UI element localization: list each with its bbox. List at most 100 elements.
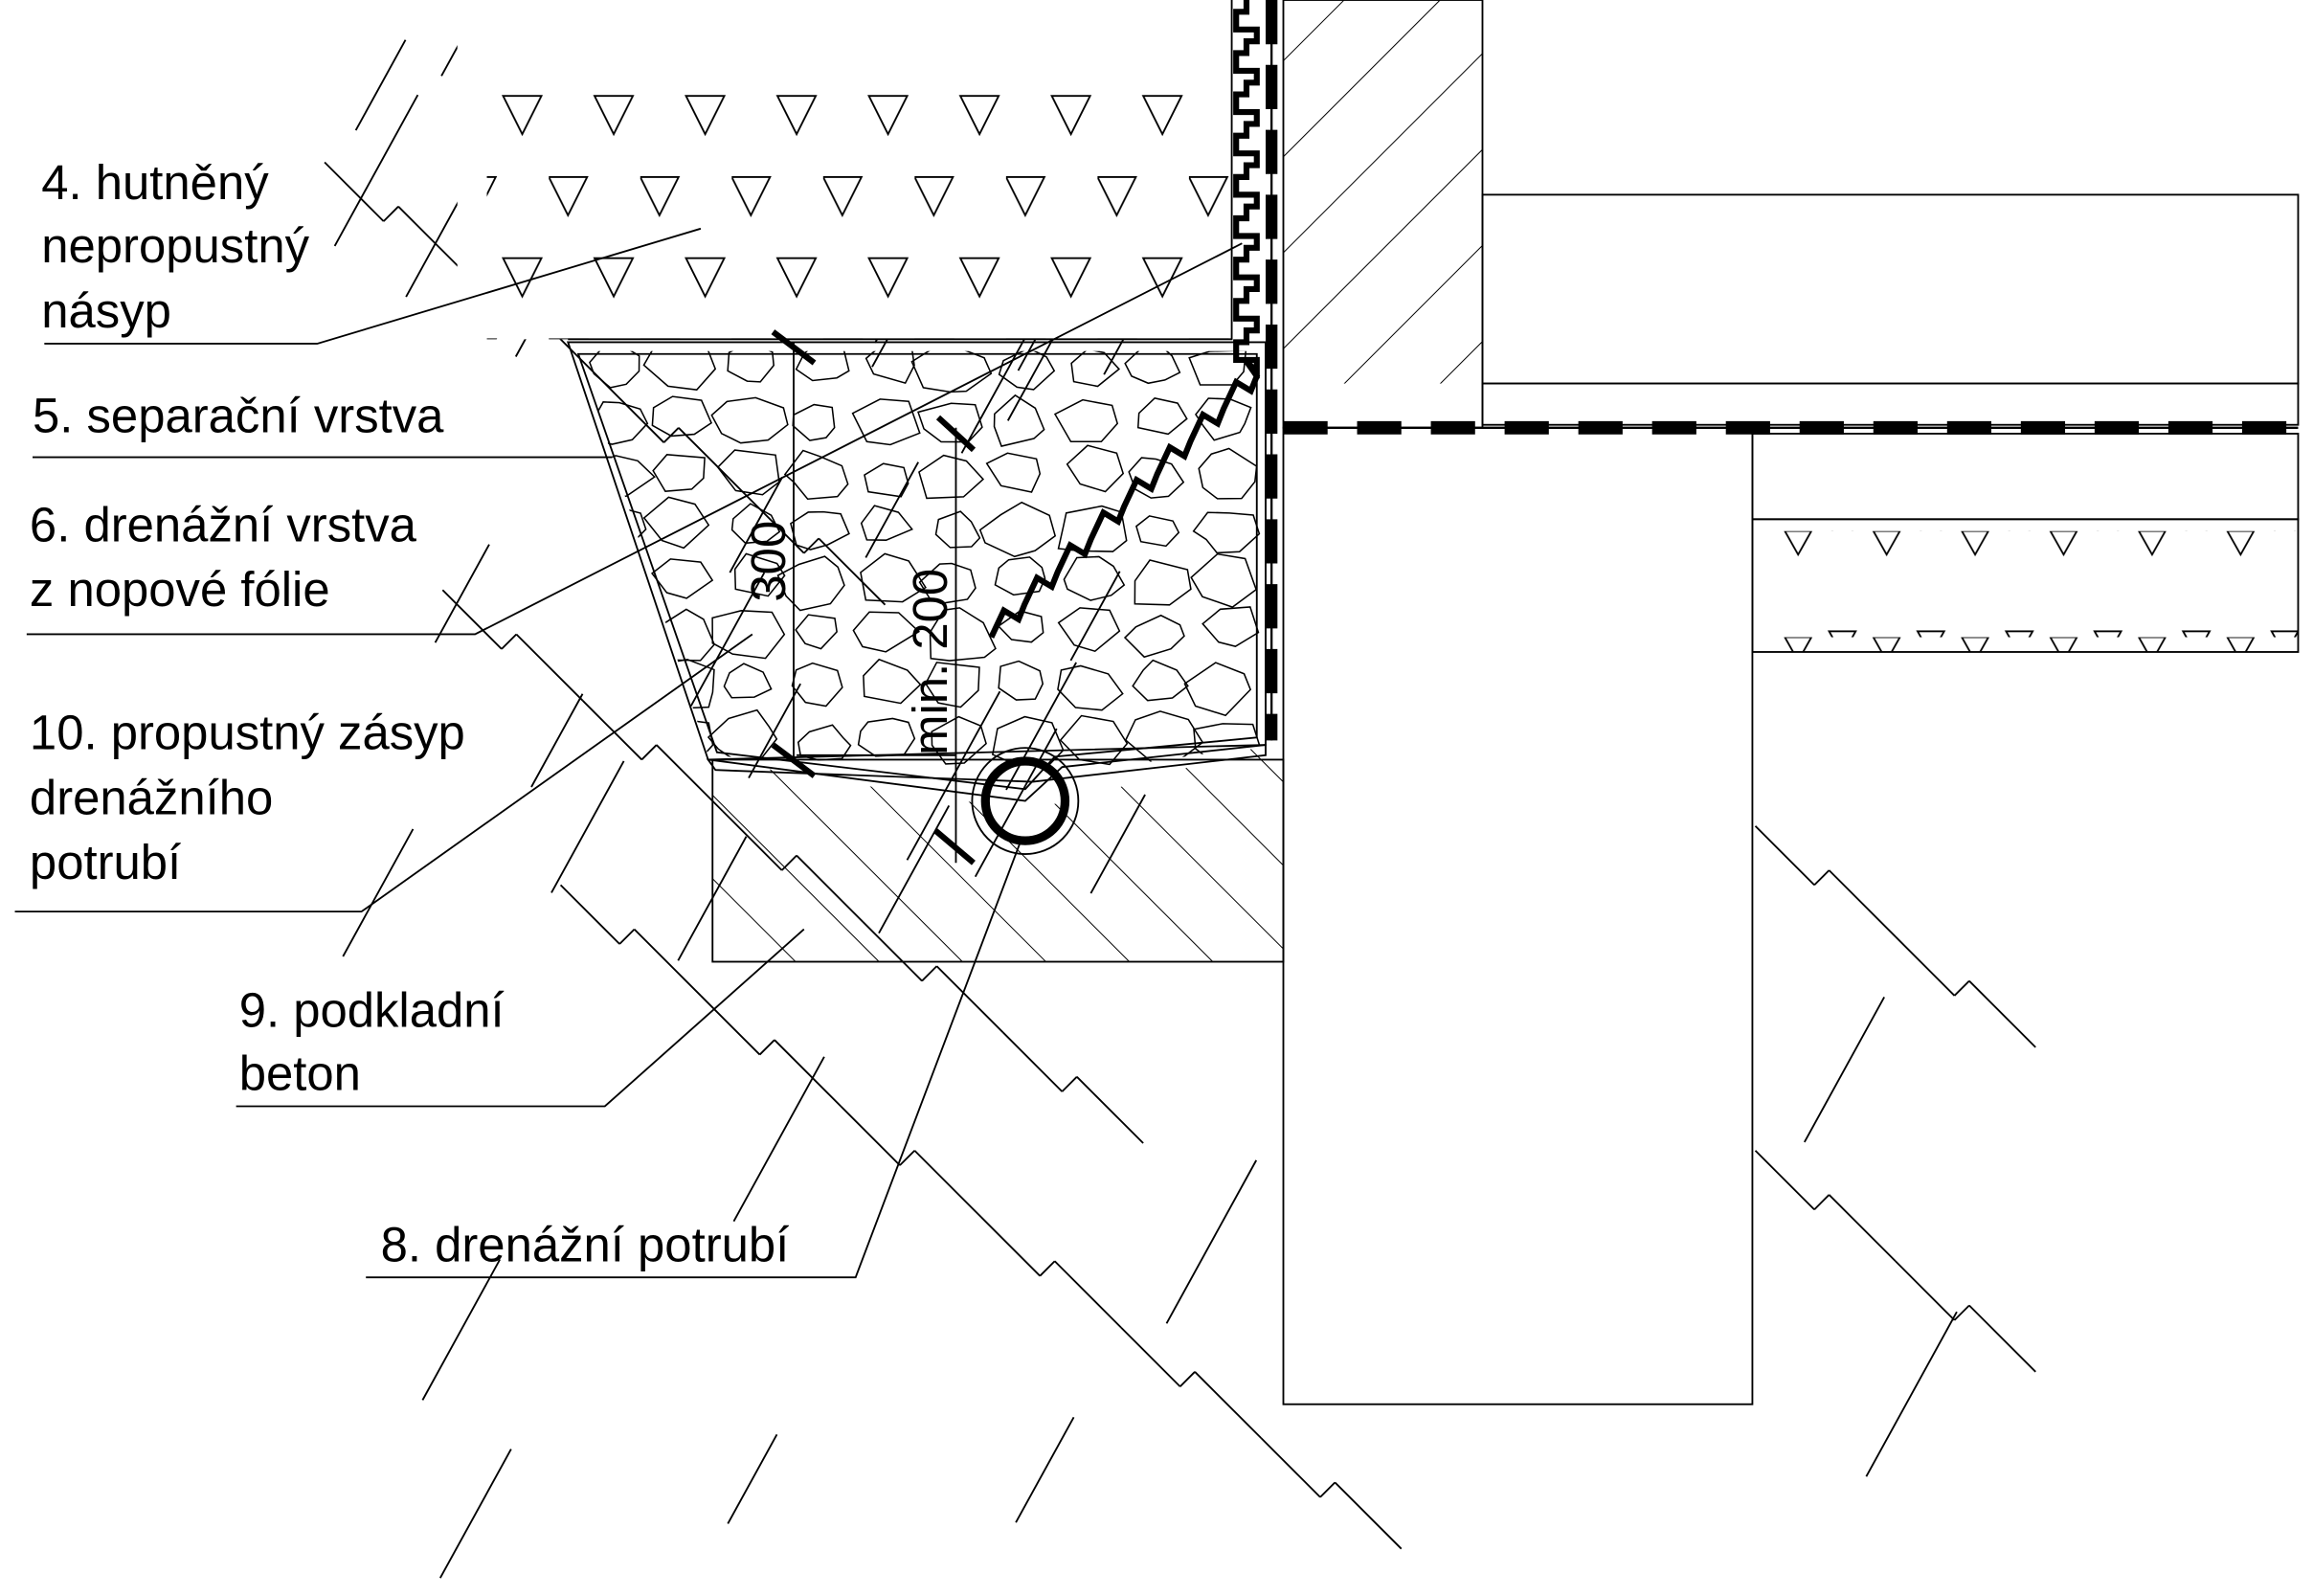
- soil-hatch-line: [913, 1150, 982, 1218]
- sub-slab-layer: [1751, 433, 2300, 521]
- soil-hatch-line: [1002, 1031, 1064, 1092]
- drain-pipe: [980, 756, 1070, 845]
- svg-text:5. separační vrstva: 5. separační vrstva: [33, 388, 444, 442]
- svg-text:10. propustný zásyp: 10. propustný zásyp: [30, 706, 465, 760]
- gravel-stone: [727, 350, 775, 383]
- soil-hatch-line: [774, 1039, 842, 1108]
- soil-hatch-line: [438, 1449, 512, 1579]
- dimple-membrane: [988, 0, 1261, 639]
- soil-hatch-line: [397, 206, 466, 274]
- soil-hatch-line: [980, 1216, 1041, 1277]
- gravel-stone: [588, 669, 640, 708]
- gravel-stone: [1059, 714, 1129, 766]
- soil-hatch-line: [441, 589, 503, 650]
- soil-hatch-line: [1968, 979, 2036, 1048]
- gravel-stone: [929, 607, 997, 662]
- gravel-stone: [864, 462, 909, 498]
- soil-hatch-line: [1813, 1194, 1830, 1210]
- gravel-stone: [795, 350, 850, 382]
- gravel-stone: [733, 552, 786, 597]
- soil-hatch-line: [1194, 1371, 1263, 1439]
- soil-hatch-line: [935, 965, 1004, 1034]
- soil-hatch-line: [342, 828, 415, 957]
- gravel-stone: [589, 350, 640, 389]
- soil-hatch-line: [633, 928, 702, 997]
- soil-hatch-line: [1828, 1194, 1897, 1262]
- gravel-stone: [1190, 552, 1258, 608]
- soil-hatch-line: [383, 206, 399, 222]
- soil-hatch-line: [1953, 979, 1970, 997]
- gravel-stone: [1070, 350, 1120, 388]
- gravel-stone: [792, 403, 836, 441]
- soil-hatch-line: [530, 693, 584, 788]
- soil-hatch-line: [840, 1105, 901, 1166]
- gravel-stone: [583, 502, 647, 549]
- svg-text:potrubí: potrubí: [30, 835, 181, 889]
- soil-hatch-line: [921, 965, 938, 982]
- gravel-stone: [1128, 457, 1185, 499]
- gravel-stone: [910, 350, 993, 393]
- soil-hatch-line: [1120, 1326, 1181, 1387]
- soil-hatch-line: [640, 744, 658, 761]
- gravel-stone: [998, 350, 1056, 391]
- soil-hatch-line: [324, 161, 385, 222]
- svg-text:drenážního: drenážního: [30, 770, 273, 824]
- gravel-stone: [594, 560, 644, 606]
- soil-hatch-line: [1828, 869, 1897, 937]
- soil-hatch-line: [899, 1150, 915, 1166]
- dimension-min-200: min. 200: [797, 415, 977, 865]
- foundation-strip: [1282, 426, 1754, 1405]
- gravel-stone: [1124, 710, 1204, 764]
- label-8-drain-pipe: 8. drenážní potrubí: [366, 840, 1022, 1279]
- gravel-stone: [978, 501, 1057, 558]
- gravel-stone: [583, 614, 642, 662]
- soil-hatch-line: [1054, 1260, 1122, 1329]
- soil-hatch-line: [1076, 1076, 1144, 1144]
- soil-hatch-line: [1334, 1481, 1403, 1550]
- gravel-stone: [1123, 614, 1185, 659]
- gravel-stone: [790, 510, 850, 551]
- screed-layer: [1481, 382, 2300, 426]
- gravel-stone: [730, 503, 781, 545]
- soil-hatch-line: [1804, 996, 1885, 1143]
- soil-hatch-line: [604, 382, 665, 443]
- gravel-stone: [1132, 659, 1189, 702]
- soil-hatch-line: [678, 427, 746, 495]
- soil-hatch-line: [559, 884, 620, 945]
- sub-slab-gravel: [1769, 530, 2299, 652]
- gravel-stone: [1135, 515, 1180, 548]
- soil-hatch-line: [1061, 1076, 1078, 1092]
- soil-hatch-line: [1968, 1304, 2036, 1373]
- svg-text:4. hutněný: 4. hutněný: [41, 155, 269, 210]
- svg-text:8. drenážní potrubí: 8. drenážní potrubí: [381, 1217, 790, 1271]
- gravel-stone: [1195, 397, 1252, 441]
- gravel-stone: [1198, 447, 1258, 500]
- gravel-stone: [776, 555, 845, 612]
- gravel-stone: [924, 662, 980, 708]
- gravel-stone: [917, 402, 983, 443]
- soil-hatch-line: [689, 572, 766, 707]
- label-5-separation-layer: 5. separační vrstva: [33, 388, 613, 459]
- soil-hatch-line: [333, 94, 419, 247]
- soil-hatch-line: [818, 537, 887, 606]
- soil-hatch-line: [748, 683, 801, 778]
- gravel-stone: [931, 715, 987, 765]
- label-4-compacted-fill: 4. hutněný nepropustný násyp: [41, 155, 702, 345]
- dimension-min-200-label: min. 200: [903, 569, 957, 755]
- concrete-base-hatch: [712, 745, 1284, 962]
- gravel-stone: [652, 608, 716, 662]
- soil-hatch-line: [1015, 1416, 1075, 1523]
- gravel-stone: [1057, 505, 1128, 552]
- soil-hatch-line: [1754, 1150, 1815, 1210]
- gravel-stone: [1063, 555, 1126, 601]
- gravel-stone: [1192, 511, 1261, 554]
- svg-text:9. podkladní: 9. podkladní: [239, 982, 505, 1037]
- gravel-stone: [865, 350, 915, 385]
- gravel-stone: [716, 449, 780, 496]
- soil-hatch-line: [501, 633, 518, 650]
- label-6-drainage-membrane: 6. drenážní vrstva z nopové fólie: [26, 242, 1243, 636]
- gravel-stone: [1066, 444, 1125, 493]
- gravel-stone: [918, 454, 985, 500]
